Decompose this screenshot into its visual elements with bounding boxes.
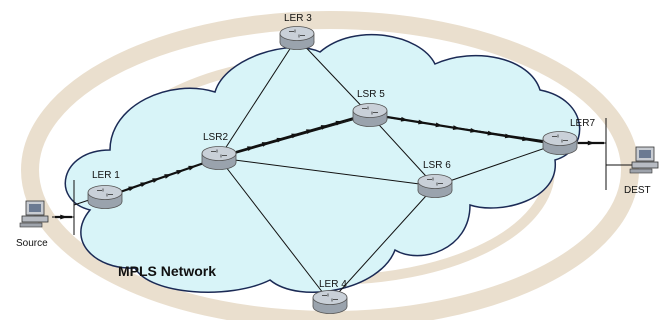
link-lsr2-lsr6 [218,157,436,187]
computer-base [631,161,659,169]
lsp-arrow [522,136,530,142]
node-lsr2: LSR2 [201,132,237,170]
computer-keyboard [19,222,43,228]
router-top [352,103,388,118]
link-lsr2-ler4 [218,157,331,303]
lsp-arrow [504,133,513,139]
link-lsr2-ler3 [218,37,298,159]
router-icon [201,146,237,170]
lsp-arrow [452,125,461,130]
link-lsr5-lsr6 [369,114,436,187]
node-label-ler4: LER 4 [319,279,347,290]
router-top [542,131,578,146]
lsp-arrow [60,214,68,220]
node-lsr5: LSR 5 [352,89,388,127]
lsp-lsr5-ler7-segment [386,115,544,144]
router-top [312,290,348,305]
node-ler4: LER 4 [312,279,348,314]
router-top [279,26,315,41]
node-label-ler3: LER 3 [284,13,312,24]
lsp-arrow [164,174,172,179]
label-switched-path [55,115,604,220]
lsp-arrow [587,140,595,146]
node-label-source: Source [16,238,48,249]
router-icon [352,103,388,127]
lsp-arrow [152,178,160,183]
computer-icon [19,200,49,228]
node-dest: DEST [624,146,659,196]
computer-screen [29,204,41,212]
node-label-lsr2: LSR2 [203,132,228,143]
node-label-ler7: LER7 [570,118,595,129]
lsp-arrow [418,119,426,125]
router-top [87,185,123,200]
mpls-cloud [64,33,581,293]
lsp-arrow [176,169,184,175]
router-icon [87,185,123,209]
router-icon [542,131,578,155]
node-source: Source [16,200,49,249]
node-label-ler1: LER 1 [92,170,120,181]
router-icon [417,174,453,198]
link-ler3-lsr5 [296,37,371,116]
router-top [201,146,237,161]
computer-keyboard [629,168,653,174]
link-lsr6-ler7 [434,142,561,187]
lsp-arrow [320,125,329,130]
lsp-arrow [261,142,270,147]
lsp-arrow [247,146,255,151]
lsp-arrow [487,130,495,136]
node-ler1: LER 1 [87,170,123,209]
lsp-arrow [400,116,409,122]
router-icon [312,290,348,314]
lsp-arrow [306,129,314,134]
computer-base [21,215,49,223]
node-label-dest: DEST [624,185,651,196]
link-lsr6-ler4 [329,185,436,303]
node-label-lsr5: LSR 5 [357,89,385,100]
network-title: MPLS Network [118,263,216,279]
lsp-arrow [291,133,299,139]
router-top [417,174,453,189]
lsp-arrow [276,137,285,143]
node-ler3: LER 3 [279,13,315,50]
computer-icon [629,146,659,174]
node-ler7: LER7 [542,118,595,155]
lsp-arrow [128,186,136,192]
lsp-arrow [335,120,344,126]
lsp-arrow [470,128,478,133]
lsp-arrow [188,165,196,171]
router-icon [279,26,315,50]
lsp-arrow [435,122,443,128]
lsp-arrow [140,182,148,188]
node-lsr6: LSR 6 [417,160,453,198]
computer-screen [639,150,651,158]
node-label-lsr6: LSR 6 [423,160,451,171]
